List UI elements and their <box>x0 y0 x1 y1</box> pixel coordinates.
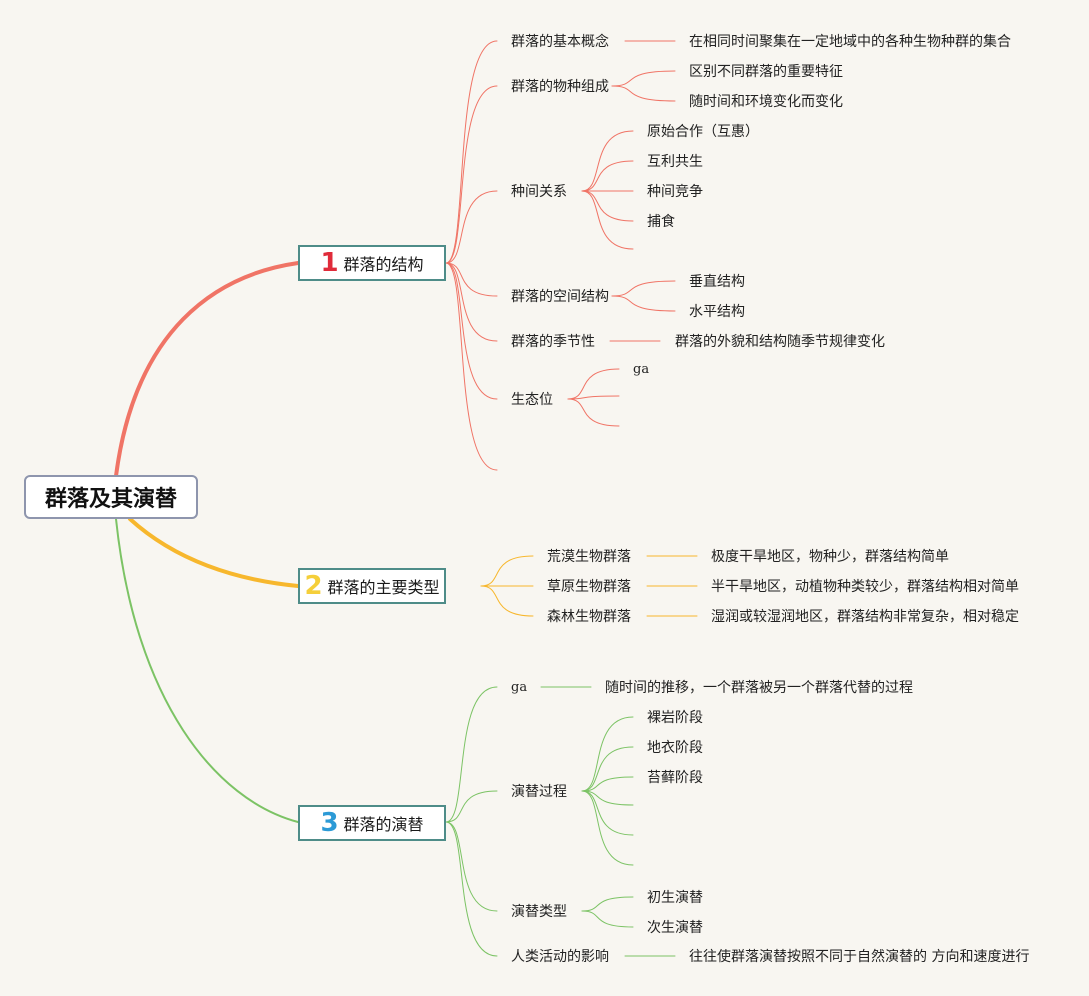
topic-leaf-link <box>611 295 676 312</box>
topic-human-impact[interactable]: 人类活动的影响 <box>511 949 609 965</box>
root-link-structure <box>114 261 300 478</box>
branch-label: 群落的演替 <box>343 815 424 834</box>
topic-leaf-link <box>581 776 634 792</box>
topic-leaf-link <box>567 395 620 400</box>
number-three-icon: 3 <box>320 808 339 838</box>
branch3-link <box>445 821 498 912</box>
topic-leaf-link <box>581 910 634 928</box>
topic-leaf-link <box>581 746 634 792</box>
leaf-protocooperation[interactable]: 原始合作（互惠） <box>647 124 759 140</box>
branch2-link <box>480 555 534 587</box>
topic-succession-ga[interactable]: ga <box>511 680 528 695</box>
topic-seasonality[interactable]: 群落的季节性 <box>511 334 595 350</box>
topic-species-composition[interactable]: 群落的物种组成 <box>511 79 609 95</box>
topic-leaf-link <box>581 130 634 192</box>
branch1-link <box>445 262 498 297</box>
branch1-link <box>445 262 498 342</box>
root-link-types <box>128 517 300 588</box>
topic-leaf-link <box>581 190 634 250</box>
topic-leaf-link <box>567 368 620 400</box>
topic-leaf-link <box>581 790 634 836</box>
branch3-link <box>445 790 498 823</box>
branch1-link <box>445 262 498 400</box>
topic-leaf-link <box>581 190 634 222</box>
leaf-lichen-stage[interactable]: 地衣阶段 <box>647 740 703 756</box>
topic-succession-process[interactable]: 演替过程 <box>511 784 567 800</box>
leaf-primary-succession[interactable]: 初生演替 <box>647 890 703 906</box>
leaf-niche-ga[interactable]: ga <box>633 362 650 377</box>
topic-basic-concept[interactable]: 群落的基本概念 <box>511 34 609 50</box>
branch-node-succession[interactable]: 3 群落的演替 <box>298 805 446 841</box>
leaf-human-impact-desc[interactable]: 往往使群落演替按照不同于自然演替的 方向和速度进行 <box>689 949 1030 965</box>
leaf-composition-change[interactable]: 随时间和环境变化而变化 <box>689 94 843 110</box>
branch1-link <box>445 262 498 471</box>
branch3-link <box>445 821 498 957</box>
branch-node-structure[interactable]: 1 群落的结构 <box>298 245 446 281</box>
topic-leaf-link <box>611 70 676 87</box>
branch2-link <box>480 585 534 617</box>
leaf-grassland-desc[interactable]: 半干旱地区，动植物种类较少，群落结构相对简单 <box>711 579 1019 595</box>
leaf-secondary-succession[interactable]: 次生演替 <box>647 920 703 936</box>
number-one-icon: 1 <box>320 248 339 278</box>
leaf-concept-definition[interactable]: 在相同时间聚集在一定地域中的各种生物种群的集合 <box>689 34 1011 50</box>
leaf-predation[interactable]: 捕食 <box>647 214 675 230</box>
topic-grassland-community[interactable]: 草原生物群落 <box>547 579 631 595</box>
leaf-composition-feature[interactable]: 区别不同群落的重要特征 <box>689 64 843 80</box>
branch-node-types[interactable]: 2 群落的主要类型 <box>298 568 446 604</box>
topic-desert-community[interactable]: 荒漠生物群落 <box>547 549 631 565</box>
branch-label: 群落的主要类型 <box>327 578 440 597</box>
leaf-seasonal-change[interactable]: 群落的外貌和结构随季节规律变化 <box>675 334 885 350</box>
topic-leaf-link <box>581 790 634 866</box>
leaf-mutualism[interactable]: 互利共生 <box>647 154 703 170</box>
leaf-desert-desc[interactable]: 极度干旱地区，物种少，群落结构简单 <box>711 549 949 565</box>
leaf-horizontal-structure[interactable]: 水平结构 <box>689 304 745 320</box>
branch1-link <box>445 190 498 264</box>
leaf-moss-stage[interactable]: 苔藓阶段 <box>647 770 703 786</box>
topic-leaf-link <box>581 716 634 792</box>
topic-leaf-link <box>611 85 676 102</box>
topic-niche[interactable]: 生态位 <box>511 392 553 408</box>
leaf-vertical-structure[interactable]: 垂直结构 <box>689 274 745 290</box>
leaf-succession-definition[interactable]: 随时间的推移，一个群落被另一个群落代替的过程 <box>605 680 913 696</box>
topic-spatial-structure[interactable]: 群落的空间结构 <box>511 289 609 305</box>
branch3-link <box>445 686 498 823</box>
branch-label: 群落的结构 <box>343 255 424 274</box>
branch1-link <box>445 40 498 264</box>
branch1-link <box>445 85 498 264</box>
topic-leaf-link <box>581 790 634 806</box>
leaf-forest-desc[interactable]: 湿润或较湿润地区，群落结构非常复杂，相对稳定 <box>711 609 1019 625</box>
number-two-icon: 2 <box>304 571 323 601</box>
topic-forest-community[interactable]: 森林生物群落 <box>547 609 631 625</box>
topic-leaf-link <box>581 896 634 912</box>
leaf-competition[interactable]: 种间竞争 <box>647 184 703 200</box>
leaf-bare-rock-stage[interactable]: 裸岩阶段 <box>647 710 703 726</box>
topic-succession-types[interactable]: 演替类型 <box>511 904 567 920</box>
topic-interspecific-relations[interactable]: 种间关系 <box>511 184 567 200</box>
root-link-succession <box>115 518 299 823</box>
root-node[interactable]: 群落及其演替 <box>24 475 198 519</box>
topic-leaf-link <box>581 160 634 192</box>
topic-leaf-link <box>611 280 676 297</box>
topic-leaf-link <box>567 398 620 427</box>
